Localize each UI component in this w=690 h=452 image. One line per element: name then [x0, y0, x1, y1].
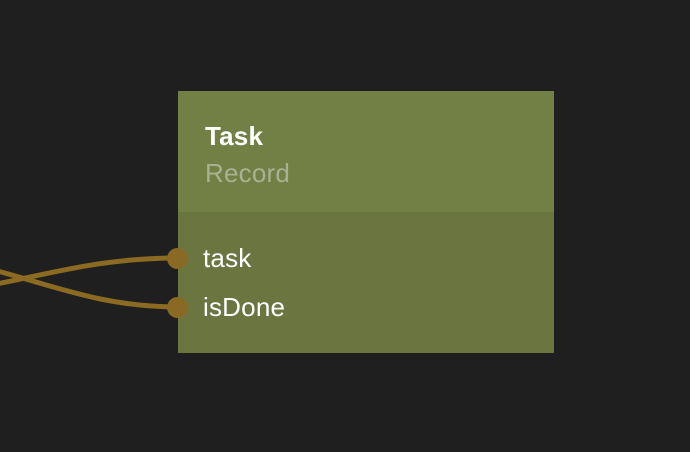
- task-record-node[interactable]: Task Record task isDone: [167, 91, 554, 353]
- port-socket-isdone[interactable]: [167, 296, 188, 318]
- node-type-label: Record: [205, 158, 291, 188]
- wire-to-task-port[interactable]: [0, 255, 181, 286]
- port-label-isdone: isDone: [203, 291, 286, 322]
- node-body: task isDone: [167, 212, 554, 353]
- port-row-task: task: [167, 237, 554, 279]
- node-title: Task: [205, 121, 264, 151]
- port-row-isdone: isDone: [167, 286, 554, 328]
- wire-to-isdone-port[interactable]: [0, 268, 181, 310]
- node-header[interactable]: Task Record: [178, 91, 554, 212]
- port-label-task: task: [203, 242, 252, 273]
- port-socket-task[interactable]: [167, 247, 188, 269]
